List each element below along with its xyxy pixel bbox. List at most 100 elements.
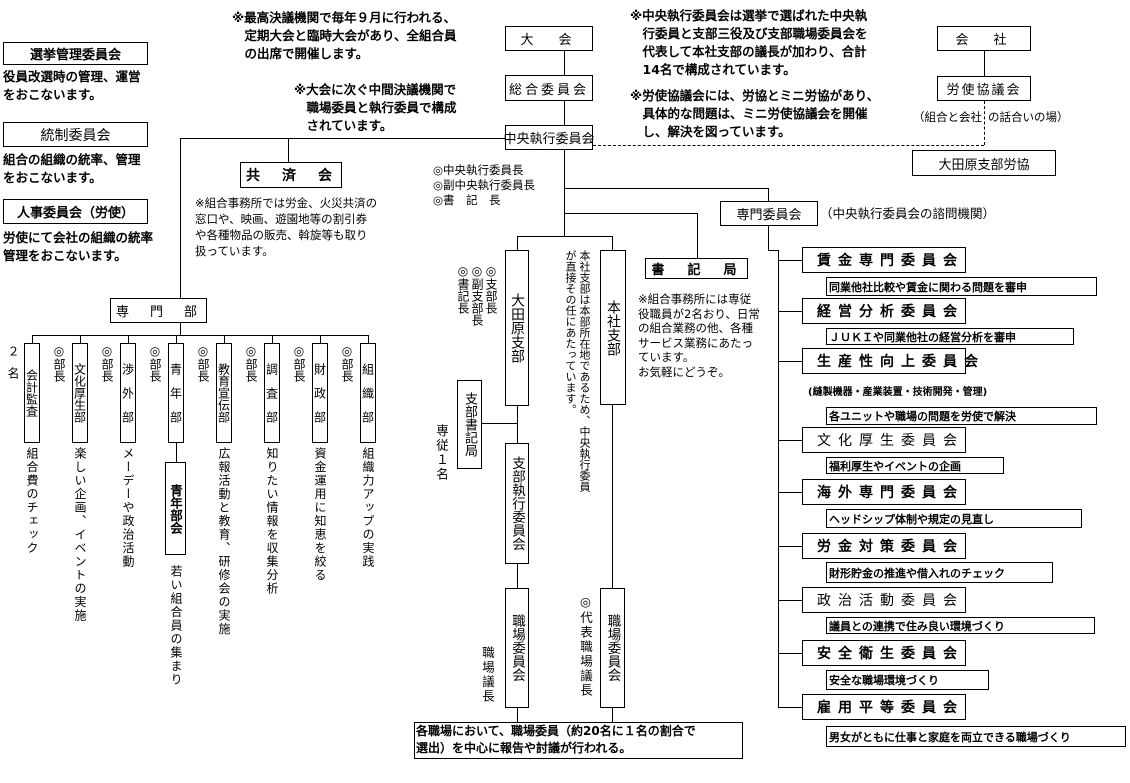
labor-management-council-box: 労使協議会 [937, 76, 1031, 101]
department-label: 組 織 部 [360, 363, 375, 423]
department-head-label: ◎部長 [244, 344, 258, 382]
department-head-label: ◎部長 [292, 344, 306, 382]
connector-line [32, 335, 368, 336]
control-committee-desc: 組合の組織の統率、管理 をおこないます。 [3, 152, 141, 185]
specialist-dept-label: 専 門 部 [115, 305, 201, 320]
department-label: 会計監査 [24, 369, 39, 417]
committee-desc: 同業他社比較や賃金に関わる問題を審申 [826, 277, 1097, 296]
department-head-label: ◎部長 [148, 344, 162, 382]
youth-group-label: 青年部会 [168, 483, 183, 534]
secretariat-desc: ※組合事務所には専従 役職員が2名おり、日常 の組合業務の他、各種 サービス業務… [638, 292, 760, 379]
committee-label: 賃金専門委員会 [817, 253, 964, 269]
department-label: 教育宣伝部 [216, 363, 231, 423]
committee-desc-text: 議員との連携で住み良い環境づくり [829, 619, 1005, 633]
audit-count: ２名 [6, 345, 20, 389]
connector-line [768, 188, 769, 201]
full-time-staff-note: 専従１名 [434, 424, 449, 482]
branch-exec-committee-label: 支部執行委員会 [509, 456, 525, 551]
labor-council-note: ※労使協議会には、労協とミニ労協があり、 具体的な問題は、ミニ労使協議会を開催 … [630, 88, 880, 139]
convention-box: 大 会 [505, 26, 593, 51]
head-office-branch-note: 本社支部は本部所在地であるため、中央執行委員 が直接その任にあたっています。 [564, 250, 591, 492]
committee-box: 雇用平等委員会 [802, 694, 966, 720]
central-exec-committee-box: 中央執行委員会 [504, 125, 595, 150]
connector-line [778, 653, 802, 654]
connector-line [778, 600, 802, 601]
connector-line [778, 492, 802, 493]
secretariat-box: 書 記 局 [645, 258, 748, 279]
general-committee-label: 総合委員会 [508, 82, 589, 98]
department-head-label: ◎部長 [196, 344, 210, 382]
convention-note: ※最高決議機関で毎年９月に行われる、 定期大会と臨時大会があり、全組合員 の出席… [232, 10, 457, 61]
department-desc: 組合費のチェック [25, 447, 39, 555]
connector-line [612, 236, 613, 250]
connector-line [768, 226, 769, 250]
connector-line [272, 335, 273, 343]
connector-line [612, 405, 613, 588]
committee-desc-text: 安全な職場環境づくり [829, 674, 939, 687]
committee-box: 海外専門委員会 [802, 479, 966, 505]
connector-line [176, 443, 177, 462]
council-note-a: （組合と会社 [913, 110, 982, 124]
department-desc: 組織力アップの実践 [361, 447, 375, 569]
workplace-committee-right-label: 職場委員会 [604, 614, 621, 682]
department-desc: 資金運用に知恵を絞る [313, 447, 327, 582]
connector-line [481, 423, 517, 424]
committee-label: 文化厚生委員会 [817, 433, 964, 449]
dashed-connector [984, 101, 985, 145]
committee-label: 労金対策委員会 [817, 539, 964, 555]
head-office-branch-box: 本社支部 [600, 250, 626, 405]
election-committee-label: 選挙管理委員会 [29, 48, 121, 63]
control-committee-label: 統制委員会 [40, 127, 111, 144]
department-label: 文化厚生部 [72, 363, 87, 423]
election-committee-box: 選挙管理委員会 [3, 42, 148, 65]
connector-line [778, 311, 802, 312]
committee-desc-text: ヘッドシップ体制や規定の見直し [829, 512, 994, 526]
connector-line [32, 335, 33, 343]
department-label: 青 年 部 [168, 363, 183, 423]
committee-subtitle: (縫製機器・産業装置・技術開発・管理) [808, 387, 988, 398]
central-exec-officers: ◎中央執行委員長 ◎副中央執行委員長 ◎書 記 長 [433, 163, 536, 207]
committee-label: 経営分析委員会 [817, 304, 964, 320]
department-box: 会計監査 [24, 343, 40, 443]
department-label: 財 政 部 [312, 363, 327, 423]
connector-line [80, 335, 81, 343]
otawara-labor-council-label: 大田原支部労協 [938, 157, 1030, 173]
committee-box: 労金対策委員会 [802, 533, 966, 559]
department-desc: 知りたい情報を収集分析 [265, 447, 279, 596]
secretariat-label: 書 記 局 [651, 263, 742, 278]
connector-line [612, 708, 613, 722]
expert-committee-label: 専門委員会 [736, 208, 802, 223]
connector-line [778, 260, 802, 261]
control-committee-box: 統制委員会 [3, 122, 148, 147]
workplace-committee-left-label: 職場委員会 [509, 614, 525, 682]
connector-line [176, 335, 177, 343]
connector-line [517, 236, 518, 250]
committee-label: 生産性向上委員会 [817, 354, 985, 370]
connector-line [564, 213, 697, 214]
connector-line [288, 138, 289, 162]
committee-label: 安全衛生委員会 [817, 646, 964, 662]
connector-line [128, 335, 129, 343]
department-desc: メーデーや政治活動 [121, 447, 135, 569]
department-head-label: ◎部長 [100, 344, 114, 382]
convention-label: 大 会 [520, 33, 578, 48]
dashed-connector [593, 145, 984, 146]
department-box: 調 査 部 [264, 343, 280, 443]
committee-desc-text: 男女がともに仕事と家庭を両立できる職場づくり [829, 730, 1071, 744]
branch-secretariat-label: 支部書記局 [462, 392, 477, 457]
committee-box: 文化厚生委員会 [802, 427, 966, 453]
committee-box: 生産性向上委員会 [802, 348, 978, 374]
connector-line [517, 236, 612, 237]
committee-box: 賃金専門委員会 [802, 247, 966, 273]
committee-label: 政治活動委員会 [817, 593, 964, 609]
personnel-committee-desc: 労使にて会社の組織の統率 管理をおこないます。 [3, 230, 154, 263]
committee-desc-text: 各ユニットや職場の問題を労使で解決 [829, 410, 1016, 423]
company-label: 会 社 [955, 33, 1013, 48]
connector-line [697, 213, 698, 258]
committee-desc: 福利厚生やイベントの企画 [826, 457, 1004, 474]
representative-chair-label: ◎代表職場議長 [578, 594, 593, 698]
committee-box: 政治活動委員会 [802, 587, 966, 613]
department-label: 調 査 部 [264, 363, 279, 423]
company-box: 会 社 [937, 26, 1031, 51]
connector-line [564, 150, 565, 236]
